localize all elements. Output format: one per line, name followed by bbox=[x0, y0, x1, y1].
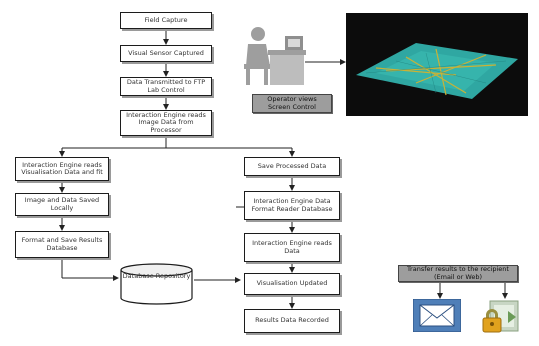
node-image-data-saved: Image and Data Saved Locally bbox=[15, 193, 109, 216]
3d-terrain-render-image bbox=[346, 13, 528, 116]
node-save-processed-data: Save Processed Data bbox=[244, 157, 340, 176]
email-envelope-icon bbox=[412, 298, 462, 333]
node-operator-views: Operator views Screen Control bbox=[252, 94, 332, 113]
secure-upload-lock-icon bbox=[480, 299, 524, 335]
node-engine-reads-visualisation: Interaction Engine reads Visualisation D… bbox=[15, 157, 109, 181]
node-visualisation-updated: Visualisation Updated bbox=[244, 273, 340, 295]
node-engine-reads-image: Interaction Engine reads Image Data from… bbox=[120, 110, 212, 136]
database-label: Database Repository bbox=[122, 272, 191, 280]
node-field-capture: Field Capture bbox=[120, 12, 212, 29]
node-engine-reads-data: Interaction Engine reads Data bbox=[244, 233, 340, 262]
node-transfer-results: Transfer results to the recipient (Email… bbox=[398, 265, 518, 282]
node-format-save-results: Format and Save Results Database bbox=[15, 231, 109, 258]
node-data-transmitted: Data Transmitted to FTP Lab Control bbox=[120, 77, 212, 96]
operator-at-desk-icon bbox=[238, 24, 308, 90]
node-engine-format-reader: Interaction Engine Data Format Reader Da… bbox=[244, 191, 340, 220]
node-results-recorded: Results Data Recorded bbox=[244, 309, 340, 333]
node-visual-sensor: Visual Sensor Captured bbox=[120, 45, 212, 62]
database-repository: Database Repository bbox=[119, 262, 194, 306]
